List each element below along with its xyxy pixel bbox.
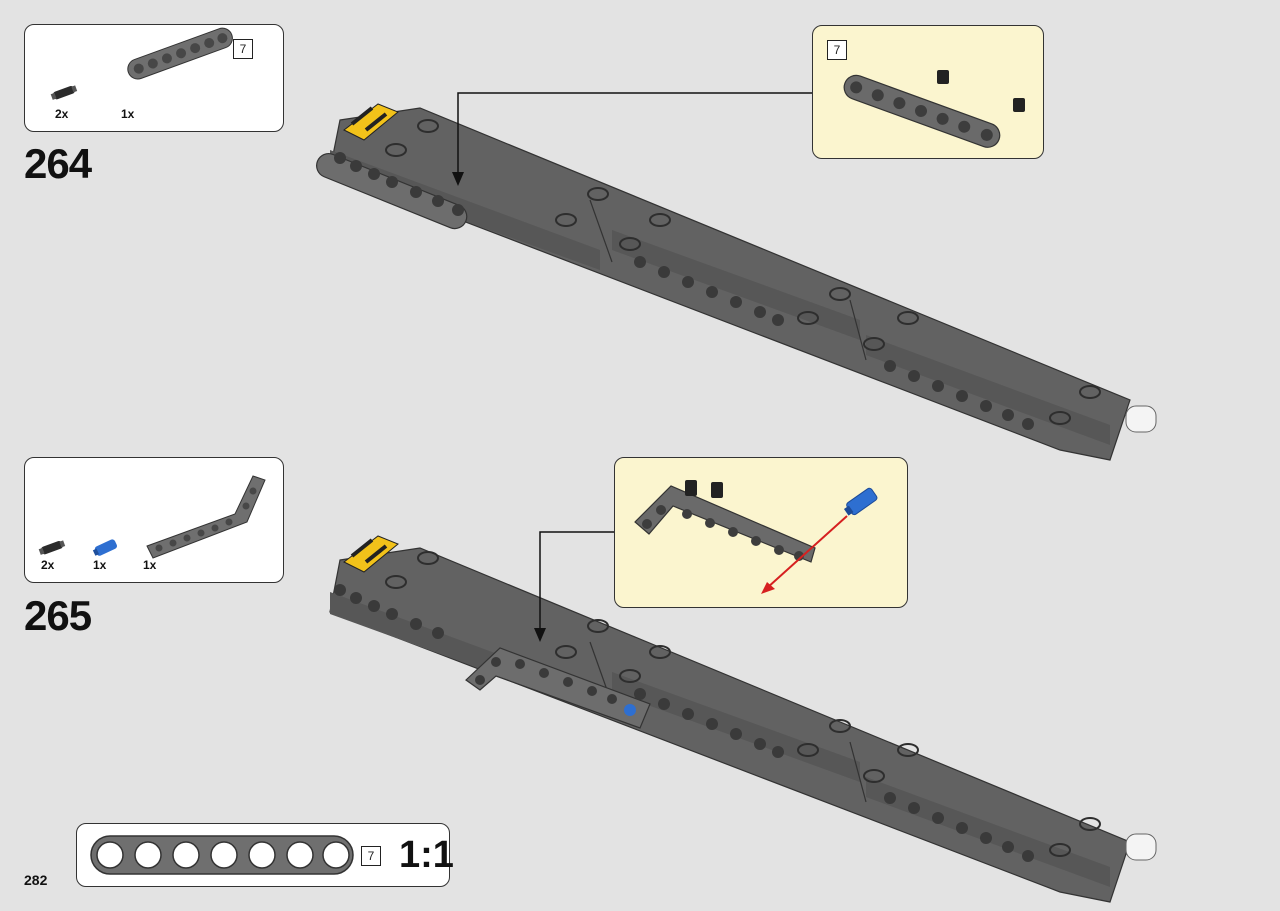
black-connector-pin-icon [685,480,697,496]
beam-7-icon [90,835,354,875]
assembly-step-264 [316,92,1157,461]
step-number: 264 [24,140,92,187]
black-connector-pin-icon [38,540,66,555]
hazard-stripe [343,103,399,141]
beam-length-badge: 7 [233,39,253,59]
part-quantity: 2x [55,107,69,121]
scale-reference-box: 7 1:1 [76,823,454,887]
white-pin [1125,833,1157,861]
callout-pointer [539,531,614,632]
scale-label: 1:1 [399,834,454,876]
blue-axle-pin-icon [843,487,878,516]
insert-direction-arrow [766,515,848,589]
callout-step-264: 7 [812,25,1044,159]
parts-list-step-265: 2x 1x 1x [24,457,284,583]
part-quantity: 1x [121,107,135,121]
beam-length-badge: 7 [361,846,381,866]
callout-step-265 [614,457,908,608]
beam-7-icon [127,27,233,80]
blue-axle-pin-icon [624,704,636,716]
angled-beam-icon [146,475,266,559]
step-number: 265 [24,592,92,639]
part-quantity: 1x [143,558,157,572]
part-quantity: 2x [41,558,55,572]
blue-axle-pin-icon [92,539,118,556]
hazard-stripe [343,535,399,573]
beam-length-badge: 7 [827,40,847,60]
parts-list-step-264: 7 2x 1x [24,24,284,132]
white-pin [1125,405,1157,433]
black-connector-pin-icon [937,70,1025,112]
black-connector-pin-icon [50,85,78,100]
callout-pointer [457,92,812,178]
callout-beam-assembly [843,70,1025,148]
parts-list-graphics [50,27,233,100]
page-number: 282 [24,872,48,888]
callout-beam-assembly [634,480,878,594]
added-angled-beam [465,647,651,729]
part-quantity: 1x [93,558,107,572]
assembly-step-265 [329,531,1157,903]
parts-list-graphics [38,475,266,559]
